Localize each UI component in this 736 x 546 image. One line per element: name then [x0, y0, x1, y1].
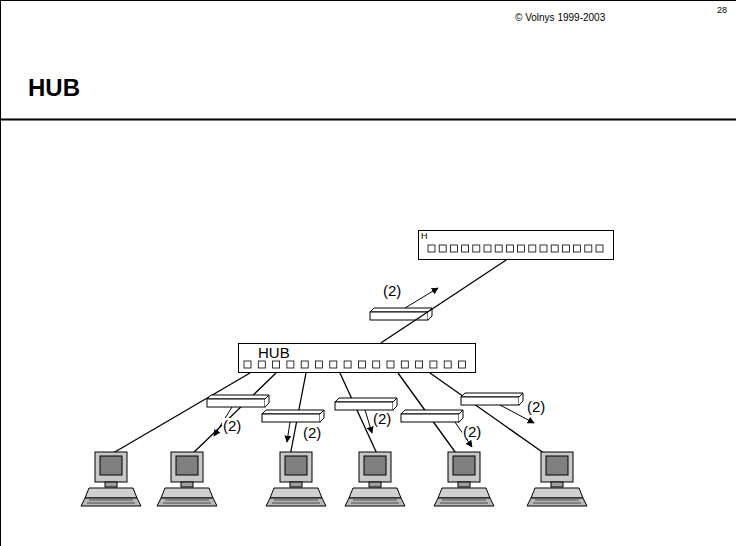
hub-box: HUB — [238, 343, 476, 373]
callout-number: (2) — [526, 399, 546, 414]
page-number: 28 — [716, 6, 728, 15]
hub-label: H — [421, 232, 428, 241]
callout-number: (2) — [372, 411, 392, 426]
slide-title: HUB — [28, 76, 80, 100]
hub-box: H — [418, 230, 614, 260]
callout-number: (2) — [302, 425, 322, 440]
callout-number: (2) — [222, 418, 242, 433]
callout-number: (2) — [462, 424, 482, 439]
network-cable — [381, 260, 506, 343]
callout-number: (2) — [382, 283, 402, 298]
hub-label: HUB — [258, 345, 290, 360]
copyright-note: © Volnys 1999-2003 — [514, 13, 606, 23]
